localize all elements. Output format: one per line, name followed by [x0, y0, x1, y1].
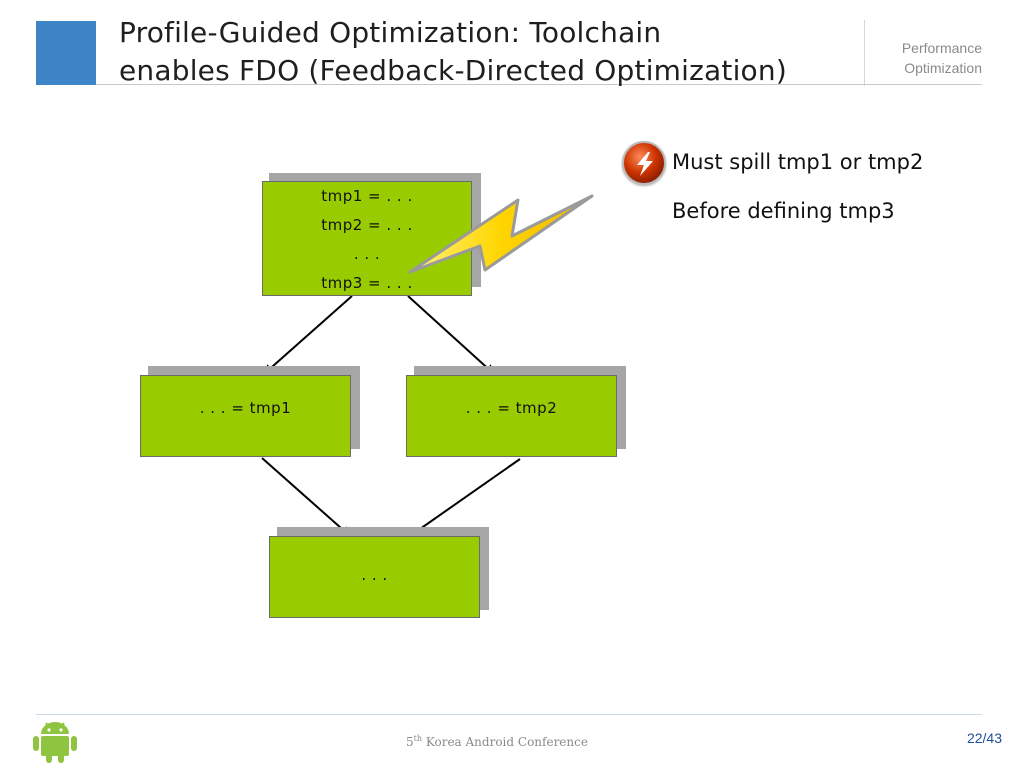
bottom-code-block: . . . [269, 536, 480, 618]
title-underline [96, 84, 864, 85]
bullet-text-1: Must spill tmp1 or tmp2 [672, 150, 924, 174]
slide-title-line-1: Profile-Guided Optimization: Toolchain [119, 16, 662, 49]
page-number: 22/43 [966, 730, 1002, 746]
conference-number: 5 [406, 735, 414, 749]
left-code-block: . . . = tmp1 [140, 375, 351, 457]
code-use-tmp1: . . . = tmp1 [199, 398, 292, 417]
section-label-line-1: Performance [901, 40, 982, 56]
conference-ordinal: th [413, 734, 423, 743]
code-line-tmp2: tmp2 = . . . [321, 216, 413, 234]
section-underline [864, 84, 982, 85]
arrow-left-to-bottom [261, 457, 351, 537]
conference-name: 5th Korea Android Conference [0, 734, 994, 749]
section-label-line-2: Optimization [904, 60, 982, 76]
code-line-tmp1: tmp1 = . . . [321, 187, 413, 205]
right-code-block: . . . = tmp2 [406, 375, 617, 457]
bullet-text-2: Before defining tmp3 [672, 199, 895, 223]
footer-divider [36, 714, 982, 715]
header-separator [864, 20, 865, 86]
slide-title: Profile-Guided Optimization: Toolchain e… [119, 14, 859, 90]
arrow-top-to-left [263, 295, 353, 375]
android-robot-icon [33, 722, 77, 763]
code-use-tmp2: . . . = tmp2 [465, 398, 558, 417]
arrow-right-to-bottom [409, 458, 521, 537]
section-label: Performance Optimization [868, 38, 982, 78]
title-accent-block [36, 21, 96, 85]
code-merge-ellipsis: . . . [361, 565, 388, 584]
code-line-tmp3: tmp3 = . . . [321, 274, 413, 292]
code-line-ellipsis: . . . [353, 245, 381, 263]
slide-title-line-2: enables FDO (Feedback-Directed Optimizat… [119, 54, 787, 87]
arrow-top-to-right [407, 295, 495, 375]
conference-title: Korea Android Conference [422, 735, 588, 749]
top-code-block: tmp1 = . . . tmp2 = . . . . . . tmp3 = .… [262, 181, 472, 296]
lightning-bolt-icon [622, 141, 666, 185]
